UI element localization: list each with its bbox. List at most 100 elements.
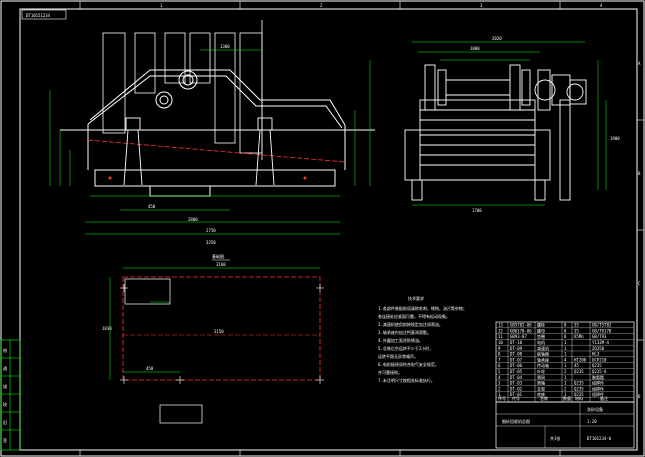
parts-table-cell: GB5782-86 [510, 323, 532, 328]
parts-table-cell: DT-05 [510, 369, 523, 374]
svg-text:序号: 序号 [498, 395, 506, 401]
title-block-sheet: 共1张 [550, 435, 560, 441]
parts-table-cell: 减速机 [537, 345, 549, 351]
front-view-impellers [155, 70, 198, 109]
parts-table-cell: DT-03 [510, 381, 523, 386]
base-plan-dim-labels: 3160 3150 1830 450 [102, 262, 226, 371]
zone-labels-right: A B C D [637, 61, 644, 399]
svg-text:并可靠接地。: 并可靠接地。 [378, 369, 402, 375]
side-view[interactable]: 2020 1800 1700 1900 [404, 36, 620, 213]
svg-text:签: 签 [3, 437, 7, 443]
parts-table-cell: DT-04 [510, 375, 523, 380]
parts-table-cell: 底座 [537, 391, 545, 397]
parts-table-cell: 1 [498, 392, 501, 397]
parts-table-cell: 1 [564, 352, 567, 357]
side-view-dim-labels: 2020 1800 1700 1900 [470, 36, 620, 213]
svg-text:1700: 1700 [472, 208, 482, 213]
parts-table-cell: 8 [564, 328, 567, 333]
parts-table-cell: ZQ350 [592, 346, 605, 351]
parts-table-cell: DT-09 [510, 346, 523, 351]
parts-table-cell: 35 [574, 323, 579, 328]
parts-table-cell: 4 [564, 357, 567, 362]
base-plan-title: 基础图 [212, 253, 224, 259]
title-block-name: 细砂回收机总图 [502, 418, 530, 424]
svg-text:材料: 材料 [575, 395, 583, 401]
parts-table-cell: 8 [564, 323, 567, 328]
parts-table-cell: Q235 [574, 369, 584, 374]
parts-table-cell: 6 [498, 363, 501, 368]
svg-text:借: 借 [3, 347, 7, 353]
parts-table-cell: Y132M-4 [592, 340, 609, 345]
svg-text:代号: 代号 [512, 395, 520, 401]
parts-table-cell: 联轴器 [537, 351, 549, 357]
svg-text:名称: 名称 [540, 395, 548, 401]
parts-table-cell: 筛箱 [537, 380, 545, 386]
front-view-body [60, 69, 375, 170]
parts-table-cell: 螺栓 [537, 322, 545, 328]
svg-text:3350: 3350 [206, 240, 216, 245]
title-block[interactable]: 洗砂设备 细砂回收机总图 1:20 DT101234-0 共1张 [495, 401, 635, 449]
parts-table-cell: Q235 [574, 381, 584, 386]
svg-text:3160: 3160 [216, 262, 226, 267]
parts-table-cell: 聚氨酯 [592, 374, 604, 380]
base-plan-dimensions [109, 267, 320, 380]
parts-table-cell: GB/T5782 [592, 323, 612, 328]
zone-B: B [638, 171, 641, 176]
parts-table-cell: 13 [498, 323, 503, 328]
parts-table-cell: 11 [498, 334, 503, 339]
zone-4: 4 [600, 3, 603, 8]
parts-table-cell: 1 [564, 346, 567, 351]
parts-table-cell: 35 [574, 328, 579, 333]
parts-table-cell: 轴承座 [537, 356, 549, 362]
parts-table-cell: 2 [564, 386, 567, 391]
svg-text:4.外露加工面涂防锈油。: 4.外露加工面涂防锈油。 [378, 337, 423, 343]
base-plan-anchors [120, 284, 324, 384]
base-plan[interactable]: 基础图 3160 3150 1830 450 [102, 253, 324, 424]
parts-table-cell: 65Mn [574, 334, 584, 339]
title-box-text: DT10151234 [26, 13, 51, 18]
parts-table-cell: 组焊件 [592, 385, 604, 391]
svg-text:1830: 1830 [102, 326, 112, 331]
parts-table-cell: Q235 [592, 363, 602, 368]
parts-table-cell: DT-10 [510, 340, 523, 345]
front-view-panels [102, 20, 263, 160]
parts-table-cell: Q235 [574, 386, 584, 391]
svg-text:6.电机接线须符合电气安全规范，: 6.电机接线须符合电气安全规范， [378, 361, 439, 367]
parts-table-grid [507, 322, 591, 402]
left-strip-labels: 借 通 描 校 旧 签 [3, 347, 7, 443]
svg-text:备注: 备注 [600, 395, 608, 401]
svg-text:1300: 1300 [220, 44, 230, 49]
parts-table-cell: 3 [498, 381, 501, 386]
front-view-dim-labels: 2800 450 2750 3350 1300 [148, 44, 230, 245]
title-block-scale: 1:20 [587, 419, 597, 424]
parts-table-cell: 电机 [537, 339, 545, 345]
side-view-frame [404, 99, 571, 201]
parts-table-cell: 8 [564, 334, 567, 339]
parts-table-cell: 2 [564, 369, 567, 374]
front-view[interactable]: 2800 450 2750 3350 1300 [49, 20, 375, 245]
base-plan-outline [122, 276, 321, 381]
parts-table-cell: DT-01 [510, 392, 523, 397]
svg-text:5.总装后空运转不少于2小时，: 5.总装后空运转不少于2小时， [378, 345, 433, 351]
parts-table-cell: DT-08 [510, 352, 523, 357]
svg-text:1.各部件装配前须清除毛刺，锈蚀，油污等杂物；: 1.各部件装配前须清除毛刺，锈蚀，油污等杂物； [378, 305, 467, 311]
zone-markers-top [79, 1, 561, 456]
svg-text:数量: 数量 [563, 395, 571, 401]
parts-table-cell: 1 [564, 381, 567, 386]
svg-text:2.减速机使用前按规定加注润滑油。: 2.减速机使用前按规定加注润滑油。 [378, 321, 443, 327]
parts-table-cell: 45 [574, 363, 579, 368]
parts-table-cell: 1 [564, 363, 567, 368]
parts-table-cell: 5 [498, 369, 501, 374]
parts-table-cell: 筛网 [537, 374, 545, 380]
parts-table-cell: DT-07 [510, 357, 523, 362]
parts-table-cell: 组焊件 [592, 380, 604, 386]
svg-text:3.轴承座内加注钙基润滑脂。: 3.轴承座内加注钙基润滑脂。 [378, 329, 431, 335]
svg-text:450: 450 [148, 204, 156, 209]
svg-text:各连接处应紧固可靠，不得有松动现象。: 各连接处应紧固可靠，不得有松动现象。 [378, 313, 450, 319]
parts-table-cell: 4 [498, 375, 501, 380]
